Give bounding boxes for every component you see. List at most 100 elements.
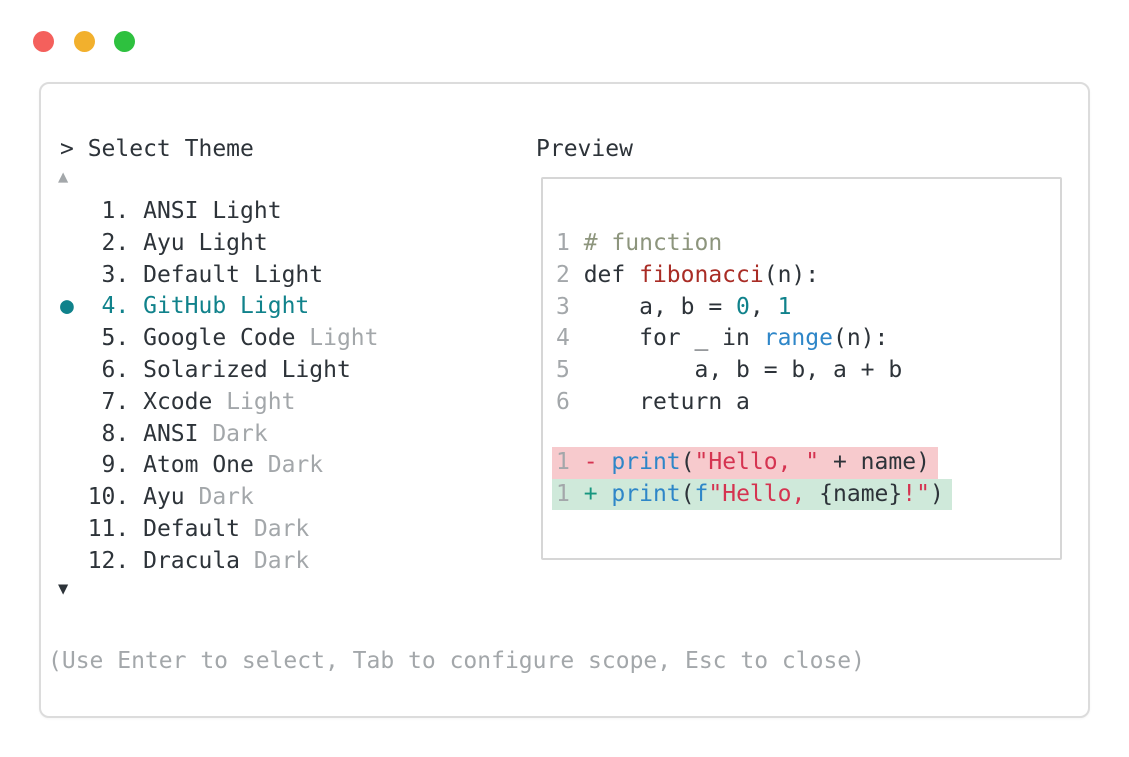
code-token: ) <box>929 480 944 507</box>
diff-removed-highlight: 1 - print("Hello, " + name) <box>552 446 938 479</box>
marker-space <box>60 198 88 224</box>
item-suffix: Light <box>295 325 379 352</box>
theme-item-dracula[interactable]: 12. Dracula Dark <box>60 546 379 578</box>
code-line-2: 2 def fibonacci(n): <box>556 260 952 292</box>
close-button[interactable] <box>33 31 54 52</box>
code-blank-line <box>556 419 952 447</box>
code-token: + name) <box>819 448 930 475</box>
code-token: 0 <box>736 293 750 320</box>
item-suffix: Dark <box>198 420 268 447</box>
code-token: "Hello, <box>708 480 820 507</box>
code-token: (n): <box>763 261 820 288</box>
item-number: 11. <box>87 515 144 542</box>
code-token: + <box>583 480 612 507</box>
maximize-button[interactable] <box>114 31 135 52</box>
scroll-down-icon[interactable]: ▼ <box>58 579 69 599</box>
item-suffix: Dark <box>240 547 310 574</box>
item-label: Xcode <box>143 388 213 415</box>
theme-list: 1. ANSI Light 2. Ayu Light 3. Default Li… <box>60 196 379 578</box>
item-label: Default <box>143 515 241 542</box>
line-number: 6 <box>556 388 584 415</box>
item-suffix: Dark <box>240 515 310 542</box>
item-label: Dracula <box>143 547 241 574</box>
code-token: "Hello, " <box>694 448 820 475</box>
theme-item-atom-one[interactable]: 9. Atom One Dark <box>60 450 379 482</box>
theme-item-google-code[interactable]: 5. Google Code Light <box>60 323 379 355</box>
theme-item-ayu-light[interactable]: 2. Ayu Light <box>60 228 379 260</box>
code-line-6: 6 return a <box>556 387 952 419</box>
line-number: 1 <box>556 448 584 475</box>
marker-space <box>60 548 88 574</box>
theme-item-solarized-light[interactable]: 6. Solarized Light <box>60 355 379 387</box>
item-number: 10. <box>87 484 144 511</box>
code-line-5: 5 a, b = b, a + b <box>556 355 952 387</box>
line-number: 2 <box>556 261 584 288</box>
theme-item-default-light[interactable]: 3. Default Light <box>60 260 379 292</box>
theme-item-ansi-light[interactable]: 1. ANSI Light <box>60 196 379 228</box>
item-number: 3. <box>87 261 144 288</box>
item-label: ANSI Light <box>143 198 282 224</box>
code-token: range <box>763 325 833 352</box>
code-line-4: 4 for _ in range(n): <box>556 323 952 355</box>
line-number: 1 <box>556 230 584 256</box>
item-label: Ayu Light <box>143 229 268 256</box>
item-number: 5. <box>87 325 144 352</box>
diff-line-removed: 1 - print("Hello, " + name) <box>552 446 952 479</box>
item-number: 12. <box>87 547 144 574</box>
marker-space <box>60 389 88 415</box>
item-number: 4. <box>87 293 144 320</box>
code-token: fibonacci <box>639 261 764 288</box>
selected-bullet-icon: ● <box>60 293 88 320</box>
theme-item-default[interactable]: 11. Default Dark <box>60 514 379 546</box>
item-label: GitHub Light <box>143 293 310 320</box>
code-line-3: 3 a, b = 0, 1 <box>556 292 952 324</box>
marker-space <box>60 230 88 256</box>
select-theme-prompt: > Select Theme <box>60 136 254 162</box>
code-token: for _ in <box>583 325 764 352</box>
code-token: ( <box>680 448 695 475</box>
preview-title: Preview <box>536 136 633 162</box>
item-number: 1. <box>87 198 144 224</box>
code-token: !" <box>902 480 930 507</box>
theme-item-github-light[interactable]: ● 4. GitHub Light <box>60 291 379 323</box>
code-token: a, b = b, a + b <box>583 357 903 384</box>
code-token: , <box>749 293 778 320</box>
code-token: return a <box>583 388 750 415</box>
item-suffix: Dark <box>184 484 254 511</box>
marker-space <box>60 421 88 447</box>
item-number: 9. <box>87 452 144 479</box>
marker-space <box>60 357 88 383</box>
theme-item-ansi[interactable]: 8. ANSI Dark <box>60 419 379 451</box>
marker-space <box>60 516 88 542</box>
code-token: 1 <box>777 293 792 320</box>
item-suffix: Dark <box>253 452 324 479</box>
diff-added-highlight: 1 + print(f"Hello, {name}!") <box>552 478 952 511</box>
line-number: 3 <box>556 293 584 320</box>
item-label: Google Code <box>143 325 296 352</box>
scroll-up-icon[interactable]: ▲ <box>58 167 69 187</box>
theme-item-ayu[interactable]: 10. Ayu Dark <box>60 482 379 514</box>
marker-space <box>60 484 88 510</box>
item-label: Default Light <box>143 261 324 288</box>
line-number: 5 <box>556 357 584 384</box>
item-label: Solarized Light <box>143 356 351 383</box>
code-token: print <box>611 448 681 475</box>
item-label: ANSI <box>143 420 199 447</box>
code-token: print <box>611 480 681 507</box>
item-number: 8. <box>87 420 144 447</box>
code-line-1: 1 # function <box>556 228 952 260</box>
keyboard-hint: (Use Enter to select, Tab to configure s… <box>48 648 865 674</box>
theme-item-xcode[interactable]: 7. Xcode Light <box>60 387 379 419</box>
line-number: 1 <box>556 480 584 507</box>
marker-space <box>60 452 88 478</box>
code-token: f <box>694 480 709 507</box>
item-number: 7. <box>87 388 144 415</box>
diff-line-added: 1 + print(f"Hello, {name}!") <box>552 478 952 511</box>
marker-space <box>60 325 88 351</box>
item-number: 2. <box>87 229 144 256</box>
code-token: a, b = <box>583 293 737 320</box>
minimize-button[interactable] <box>74 31 95 52</box>
code-token: {name} <box>819 480 903 507</box>
